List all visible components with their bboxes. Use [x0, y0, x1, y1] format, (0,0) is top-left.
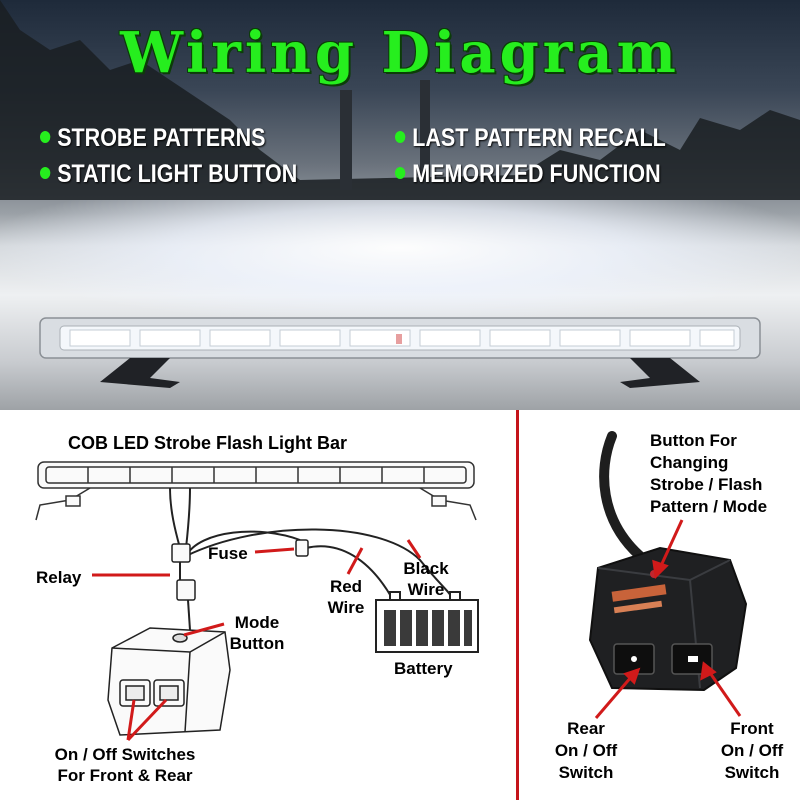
switches-label: On / Off Switches For Front & Rear	[54, 745, 196, 785]
fuse-drawing	[295, 539, 309, 557]
battery-label: Battery	[394, 659, 453, 678]
pointer-arrows	[92, 539, 422, 742]
feature-last-pattern-recall: LAST PATTERN RECALL	[395, 124, 666, 153]
bullet-dot-icon	[395, 131, 406, 144]
light-bar-photo	[39, 317, 761, 388]
mode-button-label: Mode Button	[229, 613, 285, 653]
control-box-drawing	[107, 627, 231, 736]
hero-photo	[0, 0, 800, 410]
battery-drawing	[375, 591, 479, 653]
feature-memorized-function: MEMORIZED FUNCTION	[395, 160, 661, 189]
feature-strobe-patterns: STROBE PATTERNS	[40, 124, 265, 153]
mode-button-note: Button For Changing Strobe / Flash Patte…	[650, 431, 768, 516]
black-wire-label: Black Wire	[403, 559, 449, 599]
bullet-dot-icon	[40, 131, 51, 144]
page-title: Wiring Diagram	[120, 20, 680, 86]
rear-switch-label: Rear On / Off Switch	[554, 719, 618, 782]
panel-divider	[516, 410, 519, 800]
wiring-schematic	[35, 461, 479, 742]
relay-label: Relay	[36, 568, 82, 587]
bullet-dot-icon	[395, 167, 406, 180]
tree-silhouette	[0, 0, 800, 200]
relay-drawing	[171, 543, 196, 601]
feature-static-light-button: STATIC LIGHT BUTTON	[40, 160, 297, 189]
front-switch-label: Front On / Off Switch	[720, 719, 784, 782]
light-bar-drawing	[35, 461, 477, 521]
light-bar-title: COB LED Strobe Flash Light Bar	[68, 433, 348, 453]
red-wire-label: Red Wire	[327, 577, 365, 617]
bullet-dot-icon	[40, 167, 51, 180]
light-glow	[0, 200, 800, 320]
fuse-label: Fuse	[208, 544, 248, 563]
